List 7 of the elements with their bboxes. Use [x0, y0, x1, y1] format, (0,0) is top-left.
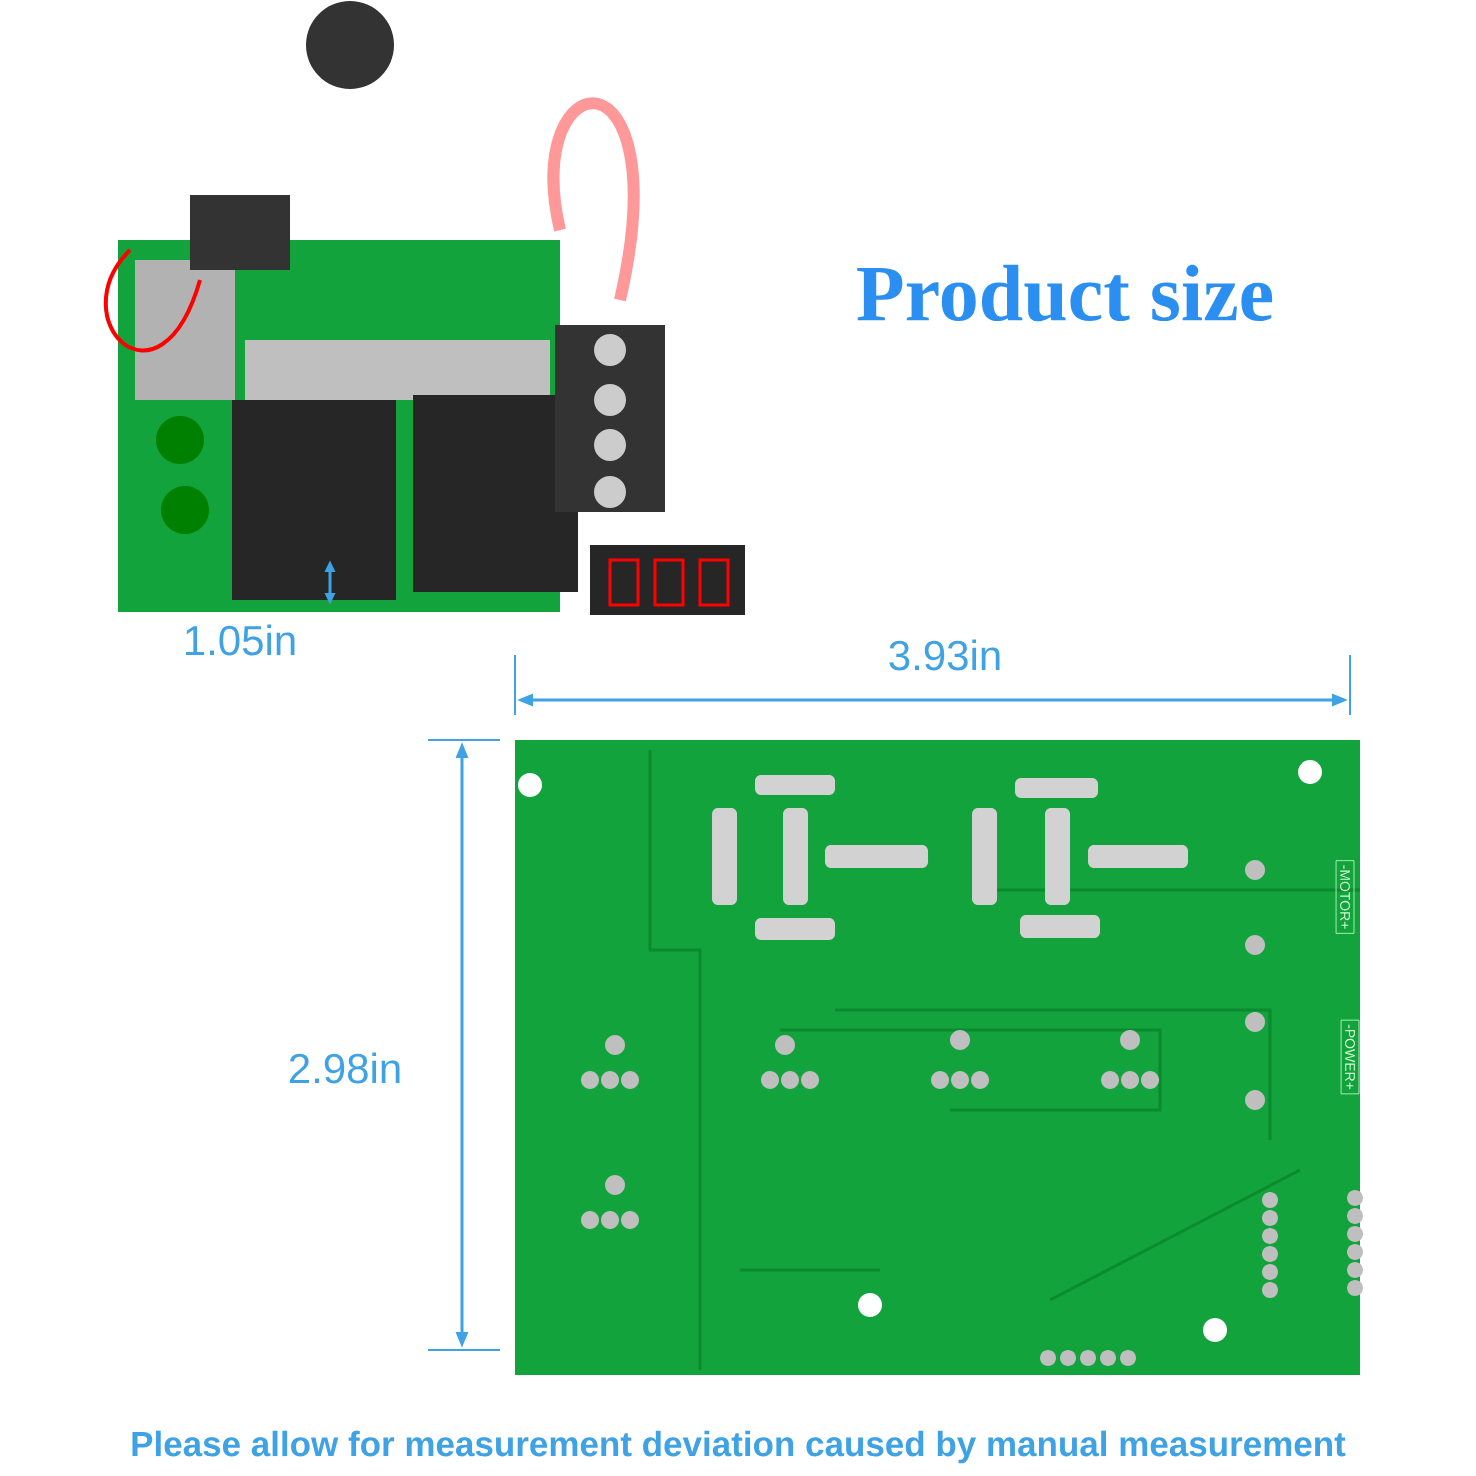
title: Product size	[857, 264, 1273, 322]
dimension-label: 2.98in	[289, 1052, 400, 1084]
dimension-label: 3.93in	[889, 639, 1000, 671]
board-marking: -MOTOR+	[1335, 860, 1355, 934]
caption: Please allow for measurement deviation caused by manual measurement	[132, 1430, 1346, 1464]
dimension-label: 1.05in	[186, 624, 295, 656]
board-marking: -POWER+	[1340, 1019, 1360, 1095]
